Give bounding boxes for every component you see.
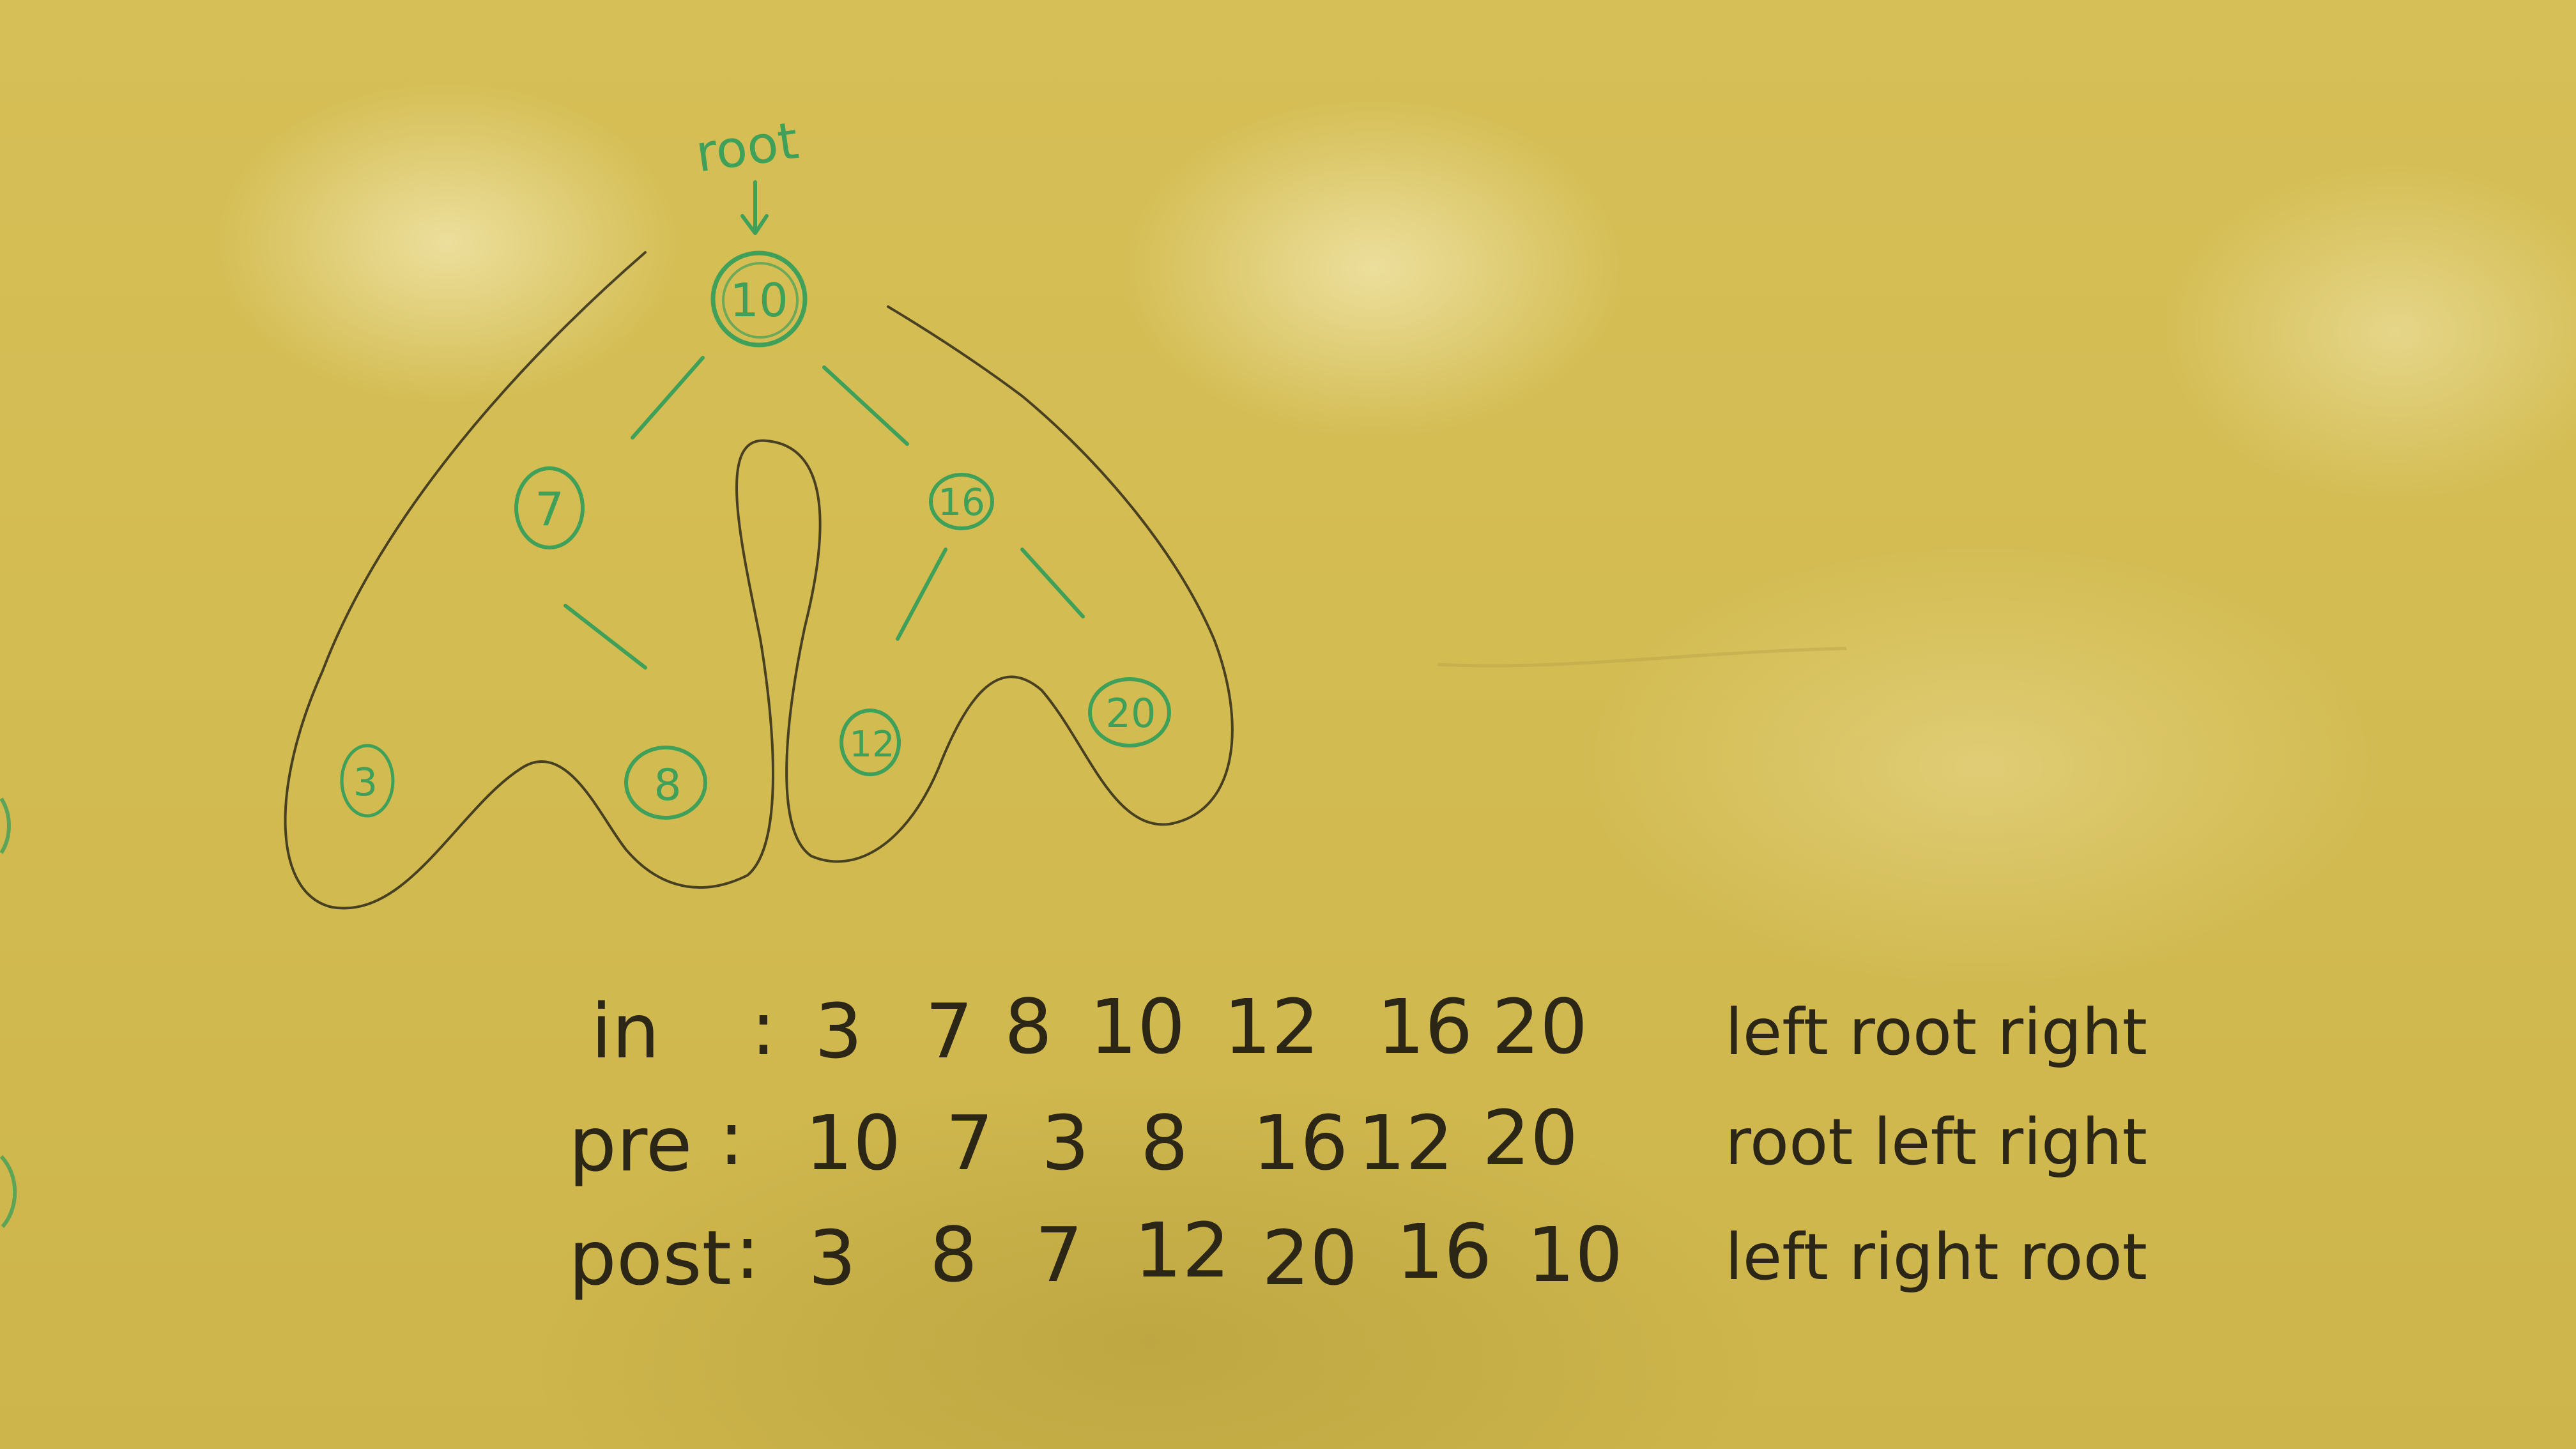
- traversal-value: 12: [1223, 983, 1319, 1071]
- traversal-name: pre: [569, 1100, 692, 1188]
- traversal-value: 7: [925, 987, 973, 1075]
- traversal-separator: :: [719, 1094, 744, 1182]
- edge-16-20: [1020, 548, 1085, 618]
- traversal-separator: :: [751, 984, 776, 1072]
- node-circle-inner: [722, 262, 799, 339]
- traversal-row-pre: pre : 10 7 3 8 16 12 20 root left right: [569, 1094, 2147, 1188]
- traversal-value: 10: [1527, 1211, 1623, 1299]
- node-label: 12: [849, 724, 894, 765]
- root-arrow-icon: [740, 180, 769, 235]
- stray-mark-left-top: [0, 797, 11, 854]
- node-label: 3: [353, 760, 378, 805]
- traversal-order: left root right: [1725, 995, 2147, 1070]
- traversal-row-post: post : 3 8 7 12 20 16 10 left right root: [569, 1206, 2147, 1302]
- edge-7-3: [564, 604, 647, 670]
- traversal-contour: [284, 251, 1234, 910]
- traversal-value: 8: [1004, 983, 1052, 1071]
- traversal-value: 12: [1134, 1206, 1230, 1294]
- node-label: 16: [938, 480, 985, 524]
- traversal-value: 8: [1140, 1099, 1188, 1187]
- traversal-value: 20: [1492, 983, 1588, 1071]
- traversal-order: left right root: [1725, 1220, 2147, 1294]
- traversal-value: 12: [1358, 1099, 1453, 1187]
- traversal-value: 16: [1377, 983, 1473, 1071]
- stray-mark-right: [1437, 647, 1847, 668]
- traversal-name: in: [591, 987, 660, 1075]
- traversal-value: 7: [1035, 1211, 1083, 1299]
- edge-10-16: [822, 365, 909, 446]
- traversal-value: 3: [815, 987, 862, 1075]
- edge-10-7: [631, 356, 705, 440]
- traversal-order: root left right: [1725, 1105, 2147, 1179]
- traversal-value: 3: [1041, 1099, 1089, 1187]
- traversal-value: 20: [1482, 1094, 1578, 1182]
- node-circle: [1088, 677, 1171, 747]
- tree-node-16: 16: [929, 473, 994, 530]
- traversal-name: post: [569, 1214, 732, 1302]
- traversal-value: 3: [808, 1214, 856, 1302]
- node-circle: [929, 473, 994, 530]
- edge-16-12: [896, 548, 947, 641]
- tree-node-3: 3: [340, 744, 395, 818]
- root-label: root: [692, 111, 802, 183]
- tree-node-7: 7: [514, 466, 585, 549]
- node-circle: [624, 746, 707, 820]
- traversal-row-in: in : 3 7 8 10 12 16 20 left root right: [591, 983, 2147, 1075]
- traversal-value: 7: [946, 1099, 993, 1187]
- tree-node-10: 10: [710, 250, 808, 348]
- tree-node-12: 12: [839, 709, 901, 776]
- tree-node-8: 8: [624, 746, 707, 820]
- node-circle: [839, 709, 901, 776]
- traversal-value: 10: [1089, 983, 1185, 1071]
- traversal-separator: :: [735, 1208, 760, 1296]
- stray-mark-left-bottom: [0, 1154, 17, 1228]
- tree-node-20: 20: [1088, 677, 1171, 747]
- traversal-value: 16: [1252, 1099, 1348, 1187]
- node-label: 20: [1106, 690, 1156, 737]
- traversal-value: 20: [1262, 1214, 1358, 1302]
- traversal-value: 10: [805, 1099, 901, 1187]
- traversal-value: 8: [930, 1211, 977, 1299]
- node-circle: [514, 466, 585, 549]
- node-label: 8: [654, 760, 681, 811]
- tree-edges: [564, 356, 1085, 670]
- node-label: 10: [730, 273, 788, 327]
- node-label: 7: [535, 482, 564, 536]
- node-circle: [340, 744, 395, 818]
- traversal-value: 16: [1396, 1208, 1492, 1296]
- node-circle: [710, 250, 808, 348]
